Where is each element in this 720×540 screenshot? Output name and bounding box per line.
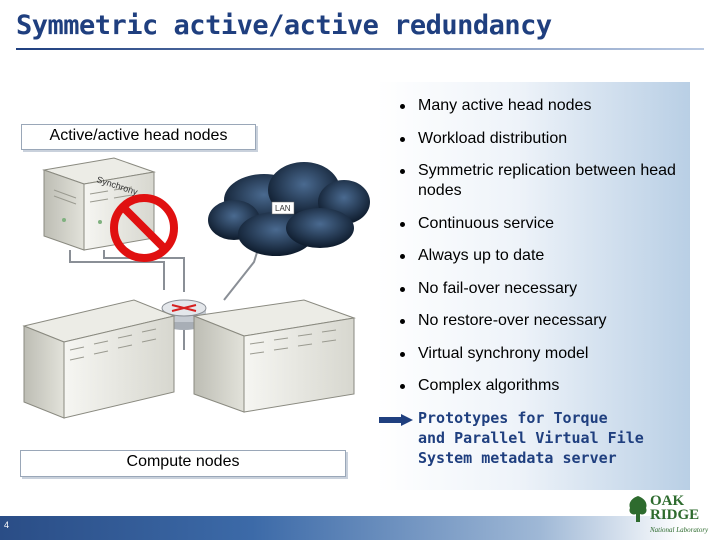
bullet-dot-icon — [400, 136, 405, 142]
lan-label: LAN — [275, 204, 291, 213]
bullet-dot-icon — [400, 221, 405, 227]
logo-line-1: OAK — [650, 493, 685, 509]
title-divider — [16, 48, 704, 50]
page-number: 4 — [4, 520, 10, 530]
bullet-dot-icon — [400, 351, 405, 357]
arrow-right-icon — [379, 414, 413, 426]
bullet-dot-icon — [400, 286, 405, 292]
bullet-item: No restore-over necessary — [397, 311, 697, 331]
highlight-line: Prototypes for Torque — [418, 409, 608, 427]
slide-title: Symmetric active/active redundancy — [16, 10, 552, 41]
lan-tag — [271, 201, 295, 215]
oak-ridge-logo: OAK RIDGE — [650, 493, 700, 523]
bullet-panel — [377, 82, 690, 490]
head-nodes-label: Active/active head nodes — [21, 124, 256, 150]
bullet-item: No fail-over necessary — [397, 279, 697, 299]
bullet-list: Many active head nodes Workload distribu… — [397, 96, 697, 409]
logo-line-2: RIDGE — [650, 507, 700, 523]
bullet-item: Workload distribution — [397, 129, 697, 149]
bullet-item: Continuous service — [397, 214, 697, 234]
bullet-dot-icon — [400, 104, 405, 109]
bullet-dot-icon — [400, 384, 405, 389]
highlight-line: System metadata server — [418, 449, 617, 467]
bullet-item: Symmetric replication between head nodes — [397, 161, 697, 201]
bullet-item: Complex algorithms — [397, 376, 697, 396]
highlight-line: and Parallel Virtual File — [418, 429, 644, 447]
compute-nodes-label: Compute nodes — [20, 450, 346, 477]
compute-node-servers — [22, 299, 356, 419]
oak-tree-icon — [629, 496, 647, 522]
bullet-item: Many active head nodes — [397, 96, 697, 116]
bullet-dot-icon — [400, 319, 405, 324]
bullet-item: Always up to date — [397, 246, 697, 266]
bullet-dot-icon — [400, 254, 405, 259]
footer-bar — [0, 516, 720, 540]
highlight-text: Prototypes for Torque and Parallel Virtu… — [418, 408, 644, 468]
no-sign-icon — [110, 194, 178, 262]
bullet-item: Virtual synchrony model — [397, 344, 697, 364]
logo-subline: National Laboratory — [650, 526, 709, 534]
head-node-servers — [42, 157, 156, 251]
bullet-dot-icon — [400, 169, 405, 174]
cluster-diagram: Synchrony LAN — [22, 157, 370, 419]
